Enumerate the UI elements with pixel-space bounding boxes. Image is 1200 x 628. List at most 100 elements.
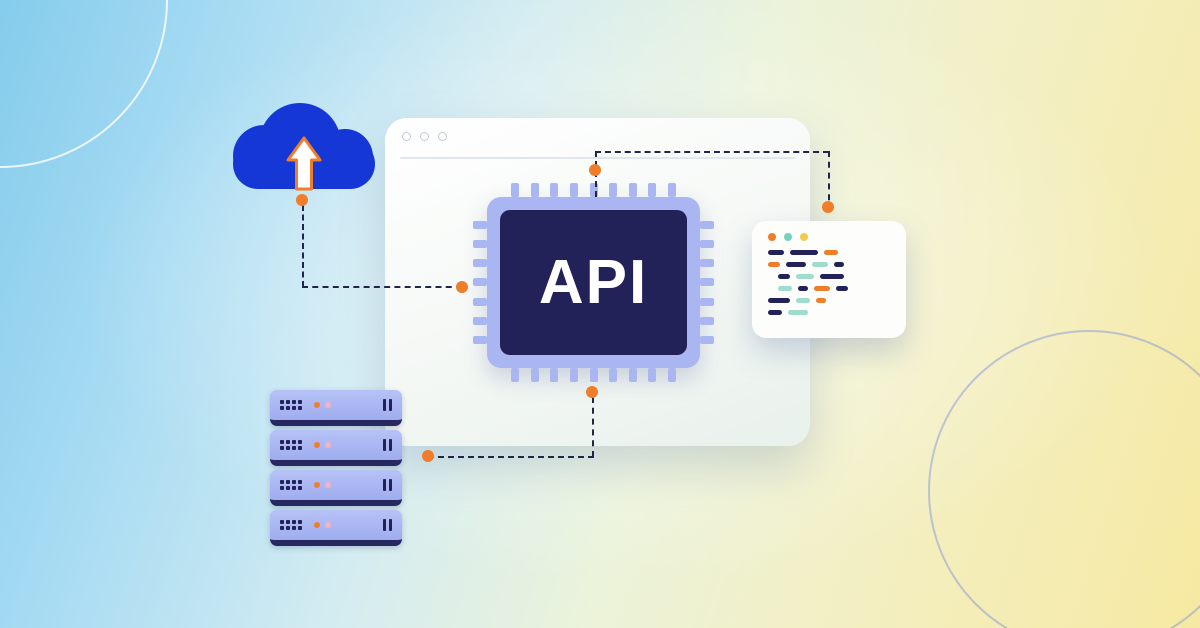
server-vent-grid [280,520,302,530]
code-line [768,286,890,291]
connector-node [589,164,601,176]
window-divider [400,157,795,159]
chip-pin [511,183,519,197]
chip-pins-right [700,221,714,344]
chip-label: API [538,248,649,317]
code-segment [778,286,792,291]
server-slots [383,399,392,411]
chip-body: API [500,210,687,355]
chip-pin [473,259,487,268]
code-segment [820,274,844,279]
code-snippet-card [752,221,906,338]
code-line [768,298,890,303]
chip-pin [700,240,714,249]
code-card-dots [768,233,890,241]
server-status-dot [314,482,320,488]
server-vent-grid [280,440,302,450]
code-segment [824,250,838,255]
chip-pin [530,368,539,382]
code-segment [834,262,844,267]
server-status-dot [325,442,331,448]
chip-pin [569,368,578,382]
api-chip-icon: API [473,183,714,382]
card-dot [768,233,776,241]
code-segment [778,274,790,279]
chip-pin [473,335,487,344]
code-segment [790,250,818,255]
code-segment [796,274,814,279]
chip-pin [589,368,598,382]
server-unit [270,390,402,426]
code-segment [798,286,808,291]
code-segment [816,298,826,303]
code-segment [768,250,784,255]
code-segment [812,262,828,267]
chip-pins-left [473,221,487,344]
server-status-dot [314,402,320,408]
window-controls [402,132,447,141]
chip-pin [569,183,578,197]
chip-pin [648,183,657,197]
server-status-dot [325,402,331,408]
server-unit [270,470,402,506]
server-status-dot [325,482,331,488]
code-segment [768,262,780,267]
chip-pin [628,183,637,197]
chip-pin [530,183,539,197]
server-slots [383,519,392,531]
chip-pin [628,368,637,382]
chip-pin [473,297,487,306]
window-control-dot [420,132,429,141]
code-segment [768,310,782,315]
chip-pin [550,183,559,197]
chip-pins-top [511,183,676,197]
code-segment [786,262,806,267]
window-control-dot [438,132,447,141]
card-dot [784,233,792,241]
code-line [768,274,890,279]
code-line [768,250,890,255]
chip-pin [700,297,714,306]
connector-node [422,450,434,462]
server-status-dot [314,522,320,528]
server-slots [383,439,392,451]
chip-pin [589,183,598,197]
card-dot [800,233,808,241]
code-lines [768,250,890,315]
server-unit [270,430,402,466]
chip-pin [511,368,519,382]
server-vent-grid [280,400,302,410]
window-control-dot [402,132,411,141]
server-status-dot [314,442,320,448]
decorative-arc [0,0,168,168]
chip-pin [700,221,714,229]
connector-chip-bottom-vertical [592,397,594,457]
code-line [768,262,890,267]
chip-pin [700,335,714,344]
code-line [768,310,890,315]
server-slots [383,479,392,491]
code-segment [788,310,808,315]
code-segment [814,286,830,291]
chip-pin [473,240,487,249]
chip-pin [473,221,487,229]
chip-pins-bottom [511,368,676,382]
connector-node [822,201,834,213]
chip-pin [473,316,487,325]
connector-cloud-vertical [302,205,304,287]
server-status-dot [325,522,331,528]
chip-pin [668,183,676,197]
server-unit [270,510,402,546]
code-segment [768,298,790,303]
chip-pin [473,278,487,287]
connector-node [456,281,468,293]
chip-pin [700,259,714,268]
chip-pin [609,183,618,197]
upload-arrow-icon [286,136,322,191]
chip-pin [700,316,714,325]
decorative-circle [928,330,1200,628]
code-segment [836,286,848,291]
code-segment [796,298,810,303]
server-vent-grid [280,480,302,490]
